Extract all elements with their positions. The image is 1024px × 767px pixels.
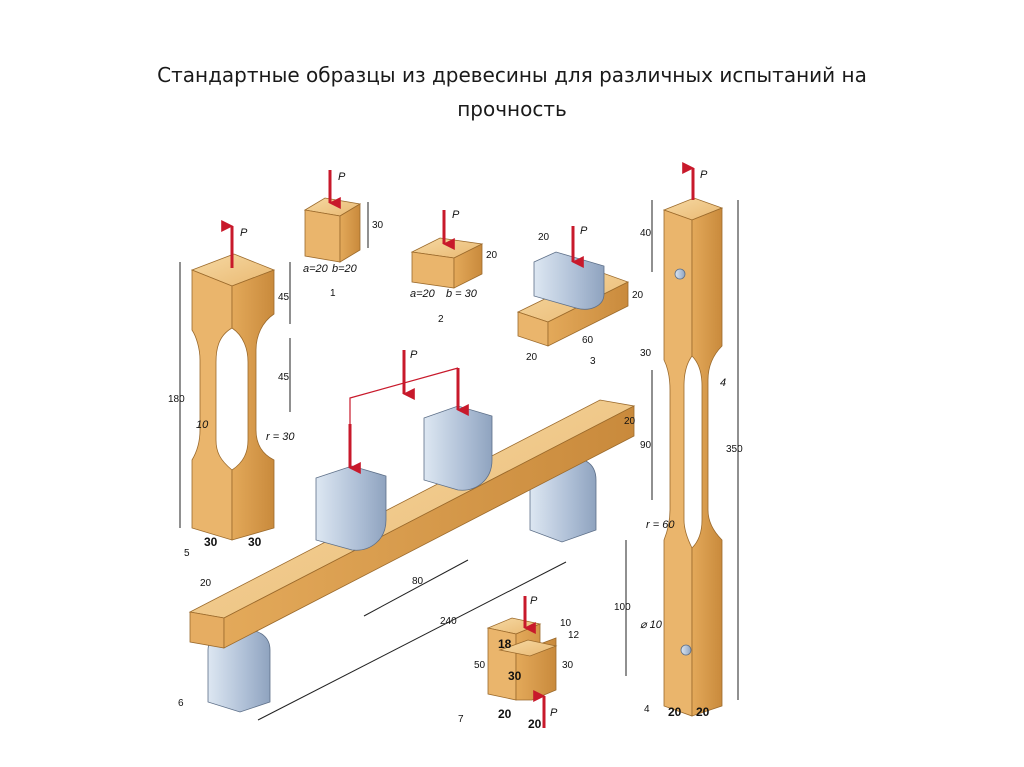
page-title-line-2: прочность [457,97,567,121]
s4-dim-w2: 20 [696,705,710,719]
s3-dim-top: 20 [538,232,550,243]
s4-dim-90: 90 [640,440,652,451]
s4-dim-100: 100 [614,602,631,613]
s5-dim-w2: 30 [248,535,262,549]
s7-dim-50: 50 [474,660,486,671]
specimen-2: P 20 a=20 b = 30 2 [410,209,498,325]
s2-dim-height: 20 [486,250,498,261]
s3-dim-width: 20 [526,352,538,363]
s1-dim-b: b=20 [332,263,358,275]
s2-number: 2 [438,314,444,325]
force-label-4: P [700,169,708,181]
specimen-3: P 20 20 60 20 3 [516,225,644,367]
s5-number: 5 [184,548,190,559]
force-label-7-top: P [530,595,538,607]
s2-dim-a: a=20 [410,288,436,300]
s6-number: 6 [178,698,184,709]
force-label: P [338,171,346,183]
s5-dim-r: r = 30 [266,431,295,443]
force-label-7-bottom: P [550,707,558,719]
s5-dim-180: 180 [168,394,185,405]
specimen-4: P 40 30 4 90 350 r = 60 100 ⌀ 10 20 20 4 [614,162,743,719]
s6-dim-240: 240 [440,616,457,627]
s5-dim-45a: 45 [278,292,290,303]
s3-number: 3 [590,356,596,367]
specimen-1: P 30 a=20 b=20 1 [303,170,384,299]
load-head-right [423,405,493,491]
s4-dim-dia: ⌀ 10 [640,619,663,631]
s1-number: 1 [330,288,336,299]
force-label-5: P [240,227,248,239]
s1-dim-a: a=20 [303,263,329,275]
s7-dim-10: 10 [560,618,572,629]
s4-dim-30: 30 [640,348,652,359]
s4-dim-40: 40 [640,228,652,239]
s6-dim-20-right: 20 [624,416,636,427]
s6-dim-80: 80 [412,576,424,587]
force-label-2: P [452,209,460,221]
s3-dim-length: 60 [582,335,594,346]
s4-number: 4 [644,704,650,715]
page-title: Стандартные образцы из древесины для раз… [0,58,1024,126]
s7-dim-w2: 20 [528,717,542,731]
s7-dim-w1: 20 [498,707,512,721]
s1-dim-height: 30 [372,220,384,231]
s6-dim-20-left: 20 [200,578,212,589]
s5-dim-45b: 45 [278,372,290,383]
s4-dim-w1: 20 [668,705,682,719]
load-head-left [315,465,387,551]
specimen-6: P 20 20 80 240 6 [178,349,636,721]
force-label-6: P [410,349,418,361]
s4-dim-350: 350 [726,444,743,455]
s7-dim-30a: 30 [508,669,522,683]
s4-dim-4: 4 [720,377,726,389]
s7-dim-30b: 30 [562,660,574,671]
s5-dim-w1: 30 [204,535,218,549]
specimen-5: P 45 45 180 10 r = 30 30 30 5 [168,220,295,559]
s4-dim-r: r = 60 [646,519,675,531]
s7-number: 7 [458,714,464,725]
s7-dim-12: 12 [568,630,580,641]
s7-dim-18: 18 [498,637,512,651]
specimen-7: P P 10 12 18 50 30 30 20 20 7 [458,595,580,731]
s5-dim-10: 10 [196,419,209,431]
s3-dim-height: 20 [632,290,644,301]
page-title-line-1: Стандартные образцы из древесины для раз… [157,63,867,87]
s2-dim-b: b = 30 [446,288,478,300]
force-label-3: P [580,225,588,237]
